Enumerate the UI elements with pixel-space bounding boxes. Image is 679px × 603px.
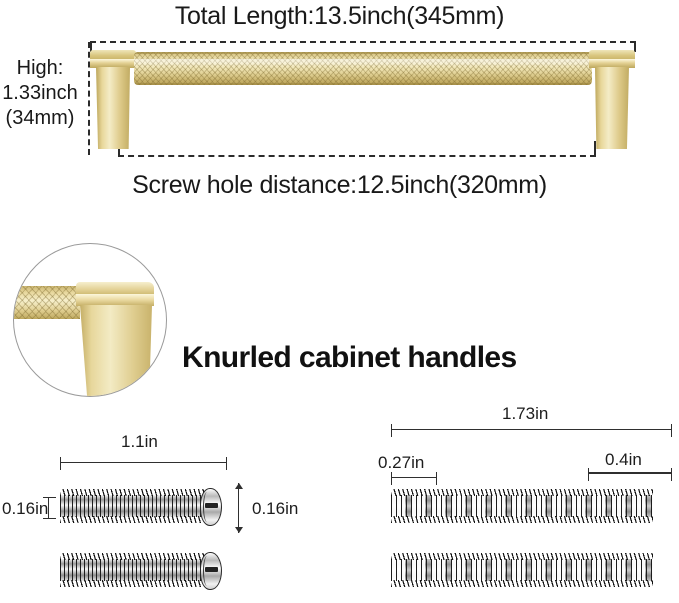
height-label-line-1: High:	[16, 57, 64, 79]
handle-left-cap-collar	[90, 59, 136, 68]
knurl-sheen	[134, 59, 592, 66]
right-head-dimension-line	[588, 468, 672, 481]
screw-distance-dashed-line	[118, 155, 596, 157]
handle-right-cap-top	[589, 50, 635, 60]
dimension-end-tick-left	[588, 468, 589, 481]
left-length-dimension-line	[60, 457, 227, 470]
screw-shank	[60, 489, 209, 523]
inset-cap-top	[76, 282, 154, 295]
handle-height-label: High: 1.33inch (34mm)	[2, 56, 78, 131]
total-length-caption: Total Length:13.5inch(345mm)	[174, 2, 505, 30]
left-length-label: 1.1in	[121, 432, 158, 451]
dimension-cap-top	[43, 497, 56, 498]
knurl-top-edge	[134, 52, 592, 54]
screw-shank	[391, 489, 653, 523]
screw-head-rim	[203, 556, 211, 586]
inset-cap-collar	[76, 294, 154, 306]
screw-head-slot	[205, 503, 218, 508]
screw-hole-distance-caption: Screw hole distance:12.5inch(320mm)	[132, 171, 547, 199]
handle-left-cap-body	[96, 67, 130, 149]
left-diameter-label-right: 0.16in	[252, 499, 299, 518]
dimension-cap-bottom	[43, 518, 56, 519]
right-length-dimension-line	[391, 424, 672, 437]
screw-shank	[391, 553, 653, 587]
handle-left-end-cap	[90, 50, 136, 149]
screw-head	[200, 552, 222, 590]
total-length-dashed-line	[90, 41, 636, 43]
height-label-line-3: (34mm)	[5, 107, 75, 129]
screw-short-2	[60, 552, 227, 590]
total-length-left-tick	[90, 41, 92, 52]
left-diameter-label-left: 0.16in	[2, 499, 49, 518]
right-tip-dimension-line	[391, 472, 437, 485]
screw-head	[200, 488, 222, 526]
total-length-right-tick	[634, 41, 636, 52]
handle-right-end-cap	[589, 50, 635, 149]
knurl-bottom-edge	[134, 83, 592, 85]
left-diameter-dimension-right	[235, 483, 243, 533]
screw-long-1	[391, 489, 672, 523]
dimension-end-tick-left	[391, 424, 392, 437]
handle-right-cap-body	[595, 67, 629, 149]
left-diameter-dimension-left	[43, 497, 56, 519]
inset-knurled-bar	[14, 286, 80, 319]
screw-head-rim	[203, 492, 211, 522]
handle-knurled-bar	[134, 52, 592, 85]
dimension-end-tick-left	[391, 472, 392, 485]
handle-detail-circle-inset	[13, 243, 167, 397]
inset-cap-body	[80, 305, 152, 396]
page-title: Knurled cabinet handles	[182, 341, 517, 374]
screw-shank	[60, 553, 209, 587]
right-head-label: 0.4in	[605, 450, 642, 469]
height-label-line-2: 1.33inch	[2, 82, 78, 104]
dimension-end-tick-right	[226, 457, 227, 470]
screw-short-1	[60, 488, 227, 526]
dimension-arrow-down	[235, 527, 243, 533]
handle-left-cap-top	[90, 50, 136, 60]
height-dashed-line	[88, 42, 90, 155]
screw-long-2	[391, 553, 672, 587]
cabinet-handle-illustration	[90, 50, 635, 155]
dimension-arrow-up	[235, 483, 243, 489]
dimension-end-tick-right	[436, 472, 437, 485]
dimension-end-tick-left	[60, 457, 61, 470]
screw-head-slot	[205, 567, 218, 572]
right-length-label: 1.73in	[502, 404, 549, 423]
screw-distance-right-tick	[594, 141, 596, 156]
dimension-end-tick-right	[671, 468, 672, 481]
right-tip-label: 0.27in	[378, 453, 425, 472]
handle-right-cap-collar	[589, 59, 635, 68]
dimension-end-tick-right	[671, 424, 672, 437]
